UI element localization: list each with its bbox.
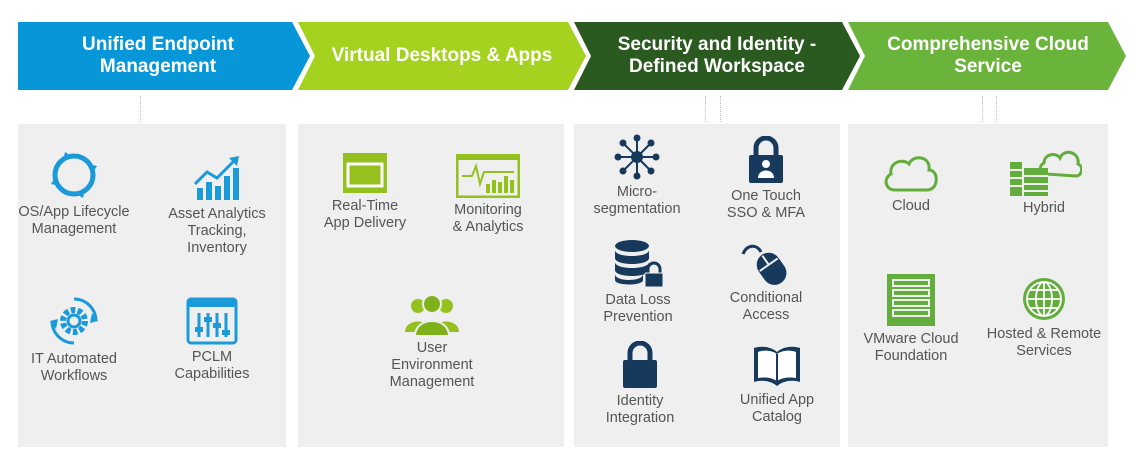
network-node-icon [614, 134, 660, 180]
uem-item-workflows: IT Automated Workflows [18, 295, 130, 385]
header-banner [18, 22, 1126, 90]
sec-item-identity-label: Identity Integration [605, 393, 675, 426]
sec-item-conditional-label: Conditional Access [729, 290, 803, 323]
connector-sec [705, 96, 706, 122]
server-rack-icon [887, 274, 935, 326]
cloud-item-hosted: Hosted & Remote Services [982, 276, 1106, 360]
vda-item-app-delivery-label: Real-Time App Delivery [323, 198, 407, 231]
connector-cloud-b [996, 96, 997, 122]
cloud-item-cloud: Cloud [862, 150, 960, 215]
sec-item-sso-label: One Touch SSO & MFA [726, 188, 806, 221]
header-uem-line1: Unified Endpoint [82, 34, 234, 55]
sec-item-dlp: Data Loss Prevention [586, 238, 690, 326]
vda-item-uem: User Environment Management [372, 292, 492, 391]
monitoring-chart-icon [456, 154, 520, 198]
user-group-icon [405, 294, 459, 336]
connector-sec-b [720, 96, 721, 122]
cloud-item-hybrid-label: Hybrid [1023, 200, 1065, 216]
building-cloud-icon [1010, 150, 1082, 196]
vda-item-app-delivery: Real-Time App Delivery [312, 152, 418, 232]
cloud-item-hosted-label: Hosted & Remote Services [986, 326, 1102, 359]
sec-item-catalog-label: Unified App Catalog [739, 392, 815, 425]
padlock-user-icon [749, 136, 783, 183]
chevron-sec [574, 22, 860, 90]
header-vda-line1: Virtual Desktops & Apps [331, 45, 553, 66]
header-vda: Virtual Desktops & Apps [318, 24, 566, 88]
uem-item-analytics-label: Asset Analytics Tracking, Inventory [168, 206, 266, 256]
cloud-item-vcf: VMware Cloud Foundation [852, 273, 970, 365]
uem-item-lifecycle-label: OS/App Lifecycle Management [18, 204, 130, 237]
sec-item-dlp-label: Data Loss Prevention [603, 292, 673, 325]
padlock-icon [623, 341, 657, 388]
lifecycle-cycle-icon [51, 152, 97, 198]
cloud-item-cloud-label: Cloud [892, 198, 930, 214]
panel-sec [574, 124, 840, 447]
globe-icon [1023, 278, 1065, 320]
chevron-cloud [848, 22, 1126, 90]
uem-item-lifecycle: OS/App Lifecycle Management [18, 150, 130, 238]
uem-item-analytics: Asset Analytics Tracking, Inventory [152, 156, 282, 257]
sec-item-conditional: Conditional Access [712, 240, 820, 324]
header-sec-line1: Security and Identity - [617, 34, 817, 55]
database-lock-icon [615, 240, 663, 288]
connector-uem [140, 96, 141, 122]
chevron-uem [18, 22, 310, 90]
sec-item-sso: One Touch SSO & MFA [712, 136, 820, 222]
app-window-icon [343, 153, 387, 193]
gear-cycle-icon [50, 297, 98, 345]
header-sec-line2: Defined Workspace [629, 56, 805, 77]
header-cloud-line1: Comprehensive Cloud [887, 34, 1089, 55]
vda-item-monitoring-label: Monitoring & Analytics [452, 202, 524, 235]
vda-item-uem-label: User Environment Management [389, 340, 475, 390]
sliders-window-icon [186, 297, 238, 345]
cloud-icon [884, 156, 938, 192]
header-cloud: Comprehensive Cloud Service [868, 24, 1108, 88]
panel-uem [18, 124, 286, 447]
uem-item-pclm: PCLM Capabilities [152, 297, 272, 383]
cloud-item-hybrid: Hybrid [996, 148, 1092, 217]
chevron-vda [298, 22, 586, 90]
header-cloud-line2: Service [954, 56, 1022, 77]
sec-item-microseg: Micro- segmentation [582, 134, 692, 218]
connector-cloud [982, 96, 983, 122]
header-uem-line2: Management [99, 56, 217, 77]
mouse-icon [741, 244, 787, 285]
header-sec: Security and Identity - Defined Workspac… [594, 24, 840, 88]
analytics-chart-icon [193, 156, 239, 200]
uem-item-pclm-label: PCLM Capabilities [174, 349, 250, 382]
vda-item-monitoring: Monitoring & Analytics [430, 154, 546, 236]
sec-item-microseg-label: Micro- segmentation [593, 184, 681, 217]
header-uem: Unified Endpoint Management [20, 24, 296, 88]
open-book-icon [754, 346, 800, 386]
cloud-item-vcf-label: VMware Cloud Foundation [863, 331, 959, 364]
sec-item-identity: Identity Integration [588, 341, 692, 427]
sec-item-catalog: Unified App Catalog [720, 344, 834, 426]
uem-item-workflows-label: IT Automated Workflows [31, 351, 117, 384]
